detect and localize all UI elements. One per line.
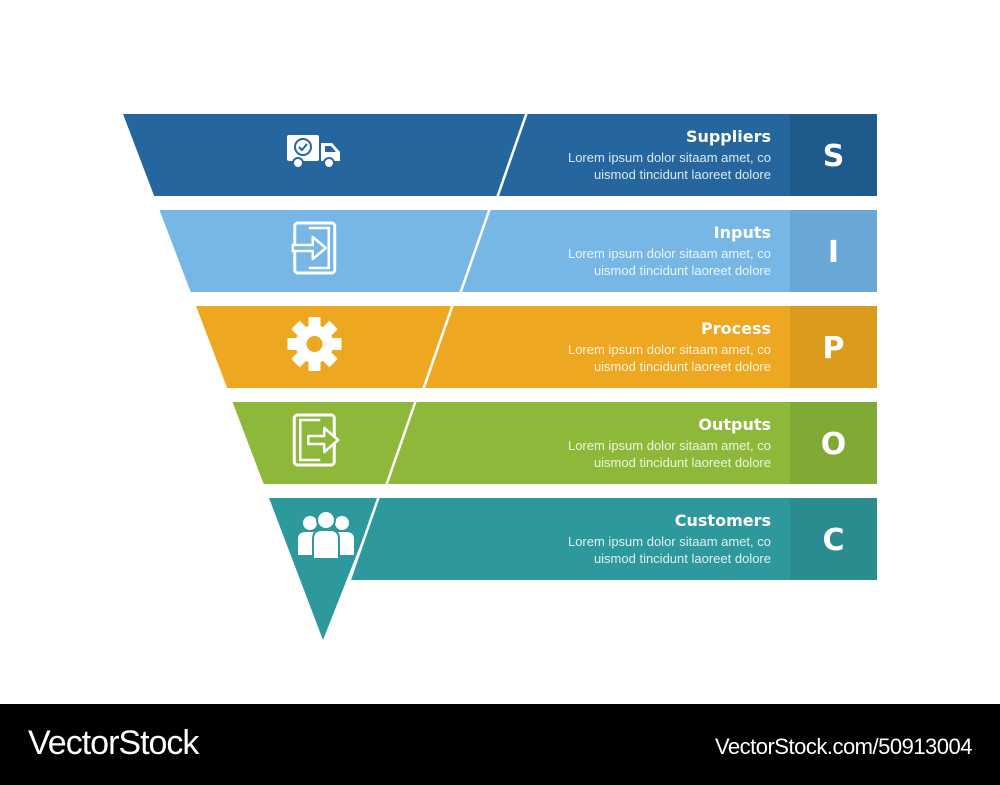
sign-out-icon [292, 413, 340, 467]
row-desc-line2-customers: uismod tincidunt laoreet dolore [594, 551, 771, 566]
row-desc-line1-inputs: Lorem ipsum dolor sitaam amet, co [568, 246, 771, 261]
divider-process [421, 303, 455, 391]
watermark-footer: VectorStock VectorStock.com/50913004 [0, 704, 1000, 785]
letter-box-outputs [790, 402, 877, 484]
row-title-customers: Customers [675, 511, 771, 530]
row-desc-line2-inputs: uismod tincidunt laoreet dolore [594, 263, 771, 278]
row-letter-customers: C [822, 523, 844, 558]
image-id: VectorStock.com/50913004 [714, 734, 973, 759]
band-process [196, 306, 878, 388]
letter-box-suppliers [790, 114, 877, 196]
band-inputs [159, 210, 878, 292]
row-title-inputs: Inputs [714, 223, 771, 242]
vectorstock-logo: VectorStock [28, 724, 199, 762]
row-letter-suppliers: S [823, 139, 845, 174]
row-letter-process: P [823, 331, 845, 366]
divider-inputs [458, 207, 492, 295]
letter-box-customers [790, 498, 877, 580]
delivery-truck-icon [287, 135, 340, 169]
row-desc-line1-customers: Lorem ipsum dolor sitaam amet, co [568, 534, 771, 549]
row-desc-line1-suppliers: Lorem ipsum dolor sitaam amet, co [568, 150, 771, 165]
row-desc-line1-outputs: Lorem ipsum dolor sitaam amet, co [568, 438, 771, 453]
band-customers [349, 498, 877, 580]
row-desc-line2-process: uismod tincidunt laoreet dolore [594, 359, 771, 374]
row-title-outputs: Outputs [698, 415, 771, 434]
divider-customers [347, 495, 381, 583]
divider-suppliers [495, 111, 529, 199]
divider-outputs [384, 399, 418, 487]
row-desc-line2-outputs: uismod tincidunt laoreet dolore [594, 455, 771, 470]
people-group-icon [298, 510, 354, 560]
row-letter-outputs: O [821, 427, 847, 462]
gear-icon [287, 317, 342, 371]
sign-in-icon [291, 221, 337, 275]
letter-box-process [790, 306, 877, 388]
row-desc-line1-process: Lorem ipsum dolor sitaam amet, co [568, 342, 771, 357]
row-title-suppliers: Suppliers [686, 127, 771, 146]
band-suppliers [123, 114, 877, 196]
row-title-process: Process [701, 319, 771, 338]
row-letter-inputs: I [828, 235, 839, 270]
row-desc-line2-suppliers: uismod tincidunt laoreet dolore [594, 167, 771, 182]
letter-box-inputs [790, 210, 877, 292]
